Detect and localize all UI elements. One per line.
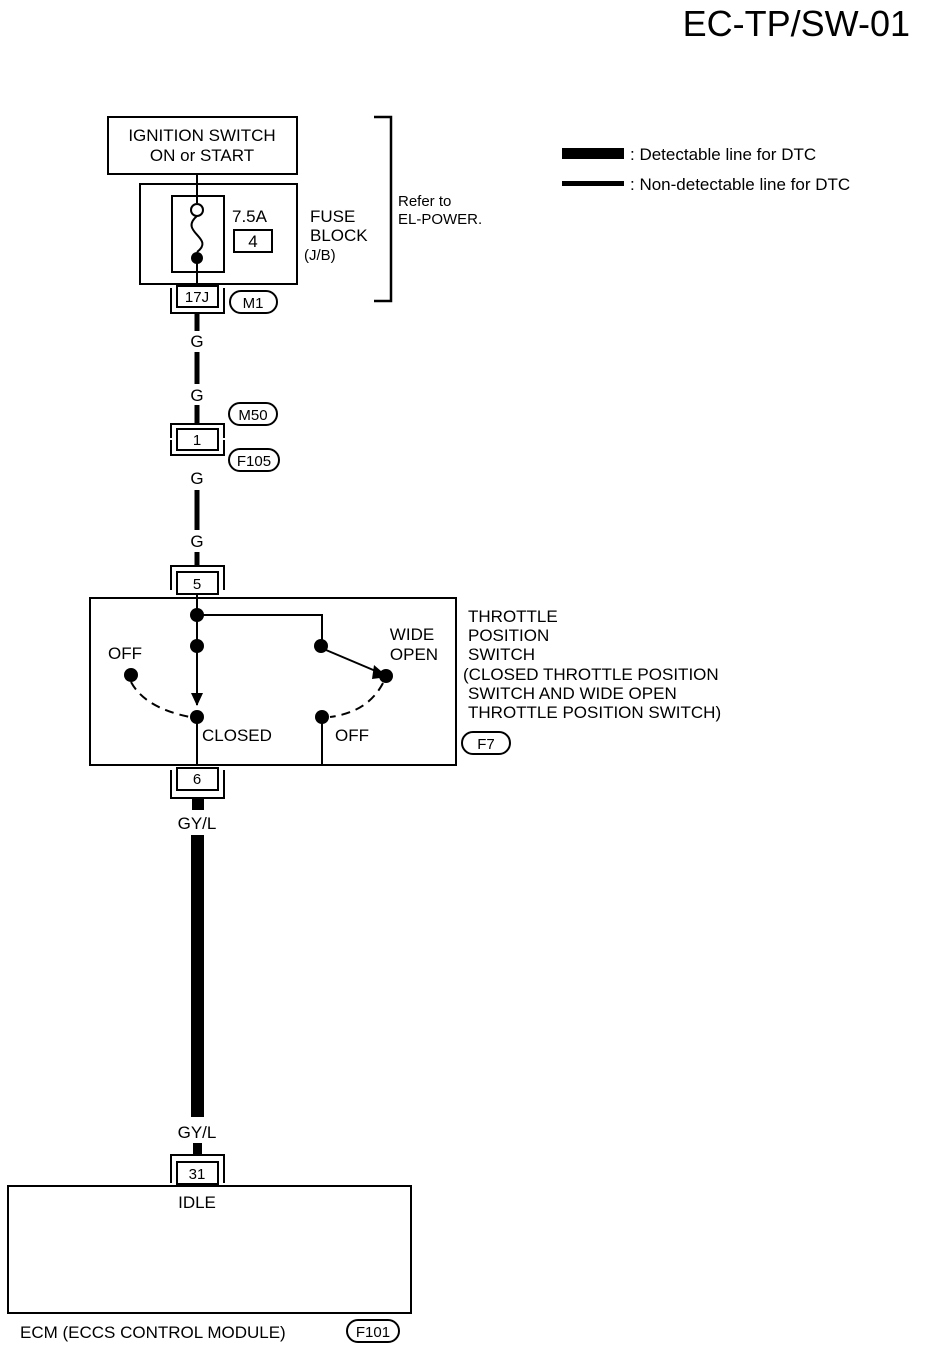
terminal-6: 6 xyxy=(193,771,201,788)
terminal-17j: 17J xyxy=(185,289,209,306)
fuse-block-label-2: BLOCK xyxy=(310,226,368,245)
fuse-block: 7.5A 4 FUSE BLOCK (J/B) xyxy=(139,174,368,285)
connector-17j: 17J M1 xyxy=(170,285,278,314)
wire-g-upper: G G xyxy=(190,313,204,424)
label-wide: WIDE xyxy=(390,625,434,644)
terminal-31: 31 xyxy=(189,1166,206,1183)
connector-terminal-31: 31 xyxy=(170,1154,225,1185)
fuse-rating: 7.5A xyxy=(232,207,268,226)
wire-color-gyl-2: GY/L xyxy=(178,1123,217,1142)
tps-name-4: (CLOSED THROTTLE POSITION xyxy=(463,665,719,684)
refer-bracket: Refer to EL-POWER. xyxy=(374,115,482,303)
fuse-block-label-3: (J/B) xyxy=(304,247,336,264)
ignition-switch-label-1: IGNITION SWITCH xyxy=(128,126,275,145)
wire-color-g-1: G xyxy=(190,332,203,351)
fuse-element-icon xyxy=(190,215,204,253)
joint-connector: M50 1 F105 xyxy=(170,402,280,472)
legend: : Detectable line for DTC : Non-detectab… xyxy=(562,145,850,194)
connector-terminal-6: 6 xyxy=(170,767,225,799)
wire-color-g-3: G xyxy=(190,469,203,488)
legend-non-detectable-text: : Non-detectable line for DTC xyxy=(630,175,850,194)
label-closed: CLOSED xyxy=(202,726,272,745)
wire-color-g-4: G xyxy=(190,532,203,551)
throttle-position-switch: OFF WIDE OPEN CLOSED OFF THROTTLE POSITI… xyxy=(89,594,721,766)
ecm-pin-idle: IDLE xyxy=(178,1193,216,1212)
tps-name-6: THROTTLE POSITION SWITCH) xyxy=(468,703,721,722)
connector-m50: M50 xyxy=(238,407,267,424)
wire-color-gyl-1: GY/L xyxy=(178,814,217,833)
ignition-switch: IGNITION SWITCH ON or START xyxy=(107,116,298,175)
label-off-right: OFF xyxy=(335,726,369,745)
fuse-number: 4 xyxy=(248,232,257,251)
terminal-5: 5 xyxy=(193,576,201,593)
legend-detectable-swatch xyxy=(562,148,624,159)
legend-detectable-text: : Detectable line for DTC xyxy=(630,145,816,164)
connector-terminal-5: 5 xyxy=(170,565,225,595)
connector-f101: F101 xyxy=(356,1324,390,1341)
page-title: EC-TP/SW-01 xyxy=(683,3,910,44)
label-open: OPEN xyxy=(390,645,438,664)
wire-gyl: GY/L GY/L xyxy=(178,798,217,1155)
wire-color-g-2: G xyxy=(190,386,203,405)
refer-text-1: Refer to xyxy=(398,193,451,210)
wire-g-lower: G G xyxy=(190,469,204,566)
closed-arrow-icon xyxy=(191,693,203,706)
connector-f7: F7 xyxy=(477,736,495,753)
tps-name-2: POSITION xyxy=(468,626,549,645)
label-off-left: OFF xyxy=(108,644,142,663)
ecm-label: ECM (ECCS CONTROL MODULE) xyxy=(20,1323,286,1342)
terminal-1: 1 xyxy=(193,432,201,449)
refer-text-2: EL-POWER. xyxy=(398,211,482,228)
tps-name-1: THROTTLE xyxy=(468,607,558,626)
tps-name-5: SWITCH AND WIDE OPEN xyxy=(468,684,677,703)
connector-m1: M1 xyxy=(243,295,264,312)
fuse-top-terminal xyxy=(190,203,204,217)
tps-name-3: SWITCH xyxy=(468,645,535,664)
legend-non-detectable-swatch xyxy=(562,181,624,186)
fuse-block-label-1: FUSE xyxy=(310,207,355,226)
ecm-module: IDLE ECM (ECCS CONTROL MODULE) F101 xyxy=(7,1185,412,1343)
connector-f105: F105 xyxy=(237,453,271,470)
ignition-switch-label-2: ON or START xyxy=(150,146,254,165)
